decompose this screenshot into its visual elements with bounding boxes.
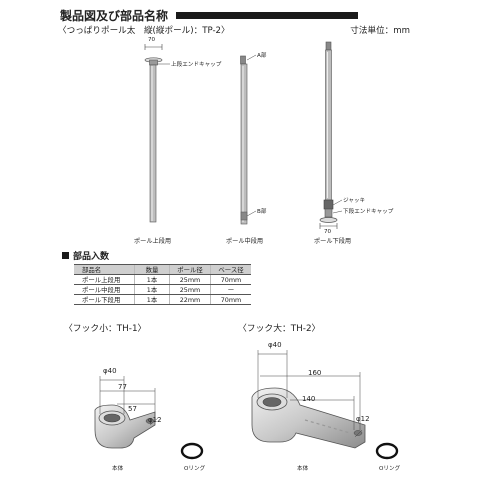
parts-heading-text: 部品入数 [73,252,110,262]
table-cell: 70mm [210,294,251,305]
parts-heading: 部品入数 [62,249,109,262]
part-a-label: A部 [257,53,267,59]
product-subtitle: 〈つっぱりポール太 縦(縦ポール)：TP-2〉 [58,26,230,36]
small-hook-dim-77: 77 [118,383,127,391]
hook-large-body [251,387,366,449]
small-hook-oring-label: Oリング [184,466,206,472]
hook-small-dimensions [99,376,159,426]
small-hook-dim-57: 57 [128,405,137,413]
pole-middle [240,54,257,225]
caption-middle-pole: ポール中段用 [226,238,264,245]
part-b-label: B部 [257,209,267,215]
caption-lower-pole: ポール下段用 [314,238,352,245]
table-row: ポール下段用 1本 22mm 70mm [74,294,251,305]
large-hook-dim-160: 160 [308,369,322,377]
upper-end-cap-label: 上段エンドキャップ [171,62,222,68]
oring-large [375,442,399,460]
large-hook-oring-label: Oリング [379,466,401,472]
heading-square-icon [62,252,69,259]
oring-small [180,442,204,460]
large-hook-body-label: 本体 [297,466,309,472]
large-hook-dim-phi40: φ40 [268,341,282,349]
hook-small-title: 〈フック小：TH-1〉 [64,324,147,334]
jack-label: ジャッキ [343,198,366,204]
page-title-text: 製品図及び部品名称 [60,9,169,23]
hook-large-title: 〈フック大：TH-2〉 [238,324,321,334]
parts-table: 部品名 数量 ポール径 ベース径 ポール上段用 1本 25mm 70mm ポール… [74,264,251,305]
table-cell: 22mm [169,294,211,305]
caption-upper-pole: ポール上段用 [134,238,172,245]
table-row: ポール上段用 1本 25mm 70mm [74,274,251,285]
small-hook-dim-phi12: φ12 [148,416,162,424]
pole-upper [144,44,170,223]
small-hook-dim-phi40: φ40 [103,367,117,375]
table-cell: 1本 [134,294,170,305]
large-hook-dim-phi12: φ12 [356,415,370,423]
pole-lower [319,41,343,229]
small-hook-body-label: 本体 [112,466,124,472]
unit-note: 寸法単位：mm [350,26,410,36]
upper-pole-dim: 70 [148,37,156,43]
large-hook-dim-140: 140 [302,395,316,403]
lower-end-cap-label: 下段エンドキャップ [343,209,394,215]
title-rule [176,12,359,19]
hook-small-body [94,404,156,449]
table-cell: ポール下段用 [74,294,135,305]
hook-large-dimensions [257,350,363,438]
page-title: 製品図及び部品名称 [60,7,359,24]
lower-pole-dim: 70 [324,229,332,235]
table-header-row: 部品名 数量 ポール径 ベース径 [74,264,251,275]
